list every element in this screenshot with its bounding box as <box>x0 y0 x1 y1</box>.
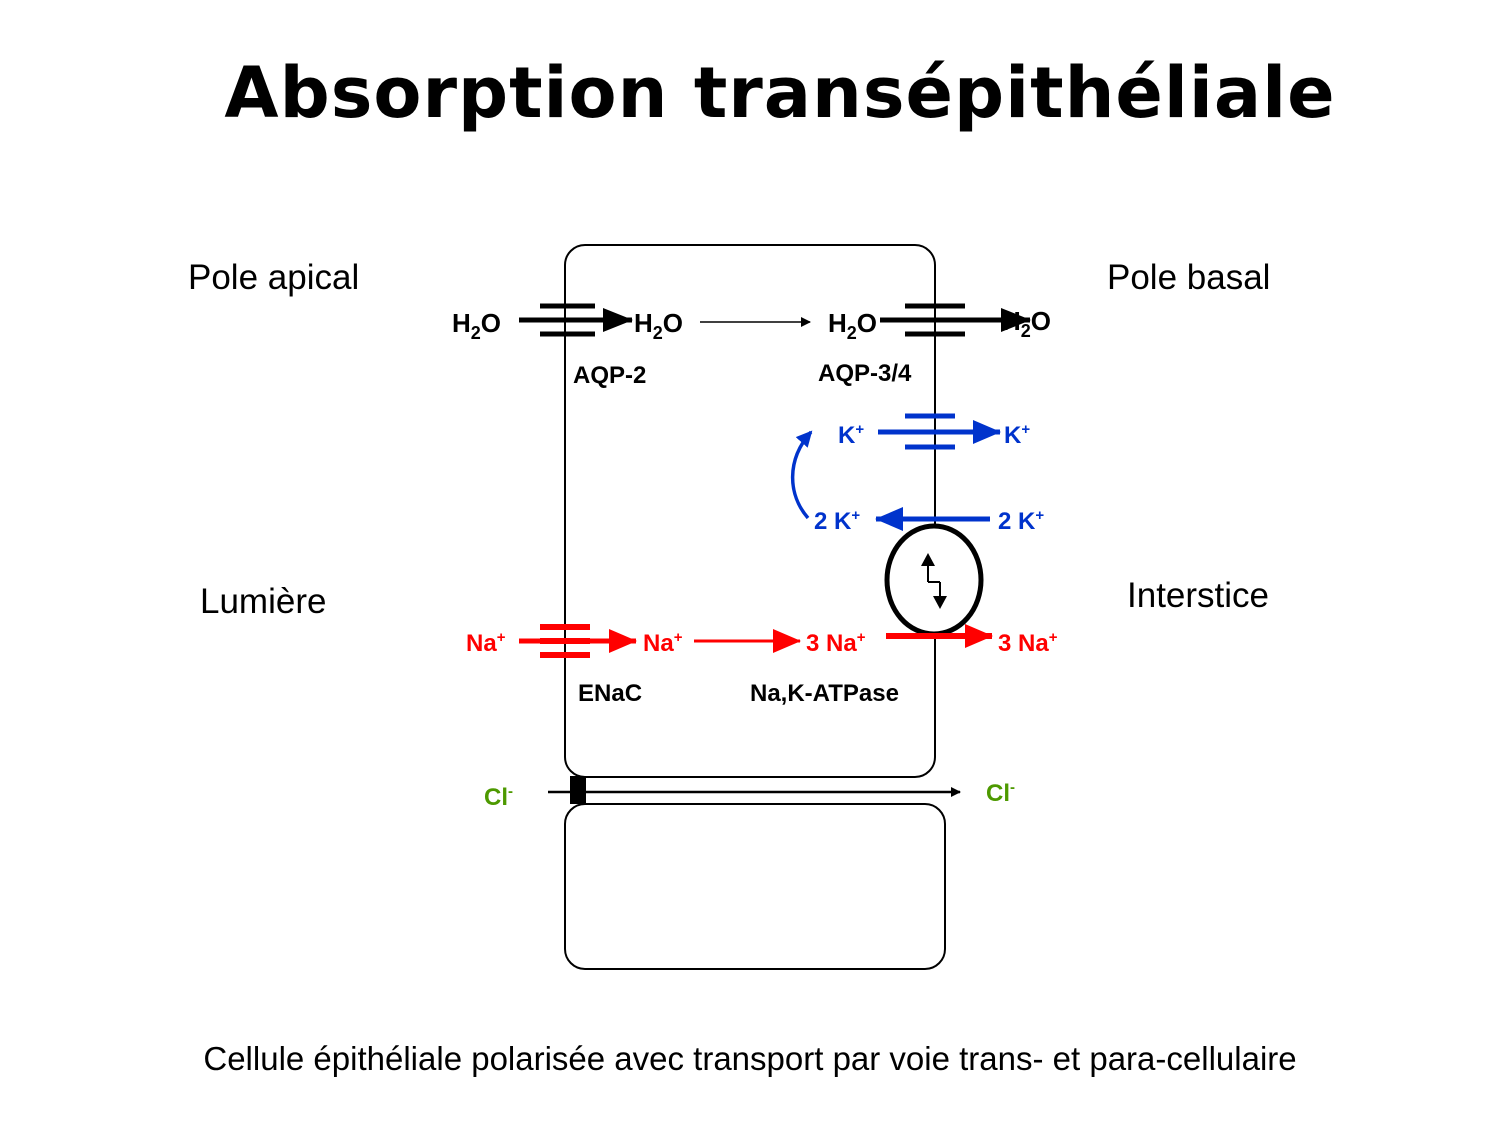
cl-lumen-label: Cl- <box>484 783 513 811</box>
enac-channel-icon <box>540 624 590 658</box>
page-title: Absorption transépithéliale <box>224 52 1336 134</box>
k-interstitium-label: K+ <box>1004 421 1030 449</box>
k-cell-label: K+ <box>838 421 864 449</box>
atp-lightning-icon <box>921 553 947 609</box>
k-recycling-arrow <box>790 430 813 520</box>
potassium-channel-row: K+ K+ <box>790 413 1030 520</box>
k-channel-icon <box>905 413 955 450</box>
aqp2-label: AQP-2 <box>573 362 646 389</box>
pump-row: 2 K+ 2 K+ 3 Na+ 3 Na+ Na,K-ATPase <box>750 507 1058 707</box>
two-k-interstitium-label: 2 K+ <box>998 507 1044 535</box>
upper-cell <box>564 244 936 778</box>
label-interstice: Interstice <box>1127 576 1269 615</box>
label-lumiere: Lumière <box>200 582 327 621</box>
label-pole-basal: Pole basal <box>1107 258 1271 297</box>
three-na-cell-label: 3 Na+ <box>806 629 866 657</box>
h2o-cell-basal-label: H2O <box>828 308 877 343</box>
cl-interstitium-label: Cl- <box>986 779 1015 807</box>
h2o-interstitium-label: H2O <box>1002 306 1051 341</box>
pump-circle-icon <box>884 523 984 637</box>
na-k-atpase-label: Na,K-ATPase <box>750 680 899 707</box>
na-lumen-label: Na+ <box>466 629 506 657</box>
tight-junction-icon <box>570 776 586 804</box>
label-pole-apical: Pole apical <box>188 258 360 297</box>
sodium-row: Na+ Na+ ENaC <box>466 624 801 707</box>
water-row: H2O H2O H2O H2O AQP-2 AQP-3/4 <box>452 303 1051 389</box>
chloride-row: Cl- Cl- <box>484 776 1015 811</box>
aqp34-channel-icon <box>905 303 965 337</box>
caption: Cellule épithéliale polarisée avec trans… <box>203 1040 1297 1077</box>
two-k-cell-label: 2 K+ <box>814 507 860 535</box>
na-cell-label: Na+ <box>643 629 683 657</box>
lower-cell <box>564 803 946 970</box>
enac-label: ENaC <box>578 680 642 707</box>
aqp34-label: AQP-3/4 <box>818 360 912 387</box>
h2o-cell-apical-label: H2O <box>634 308 683 343</box>
h2o-lumen-label: H2O <box>452 308 501 343</box>
three-na-interstitium-label: 3 Na+ <box>998 629 1058 657</box>
aqp2-channel-icon <box>540 303 595 337</box>
